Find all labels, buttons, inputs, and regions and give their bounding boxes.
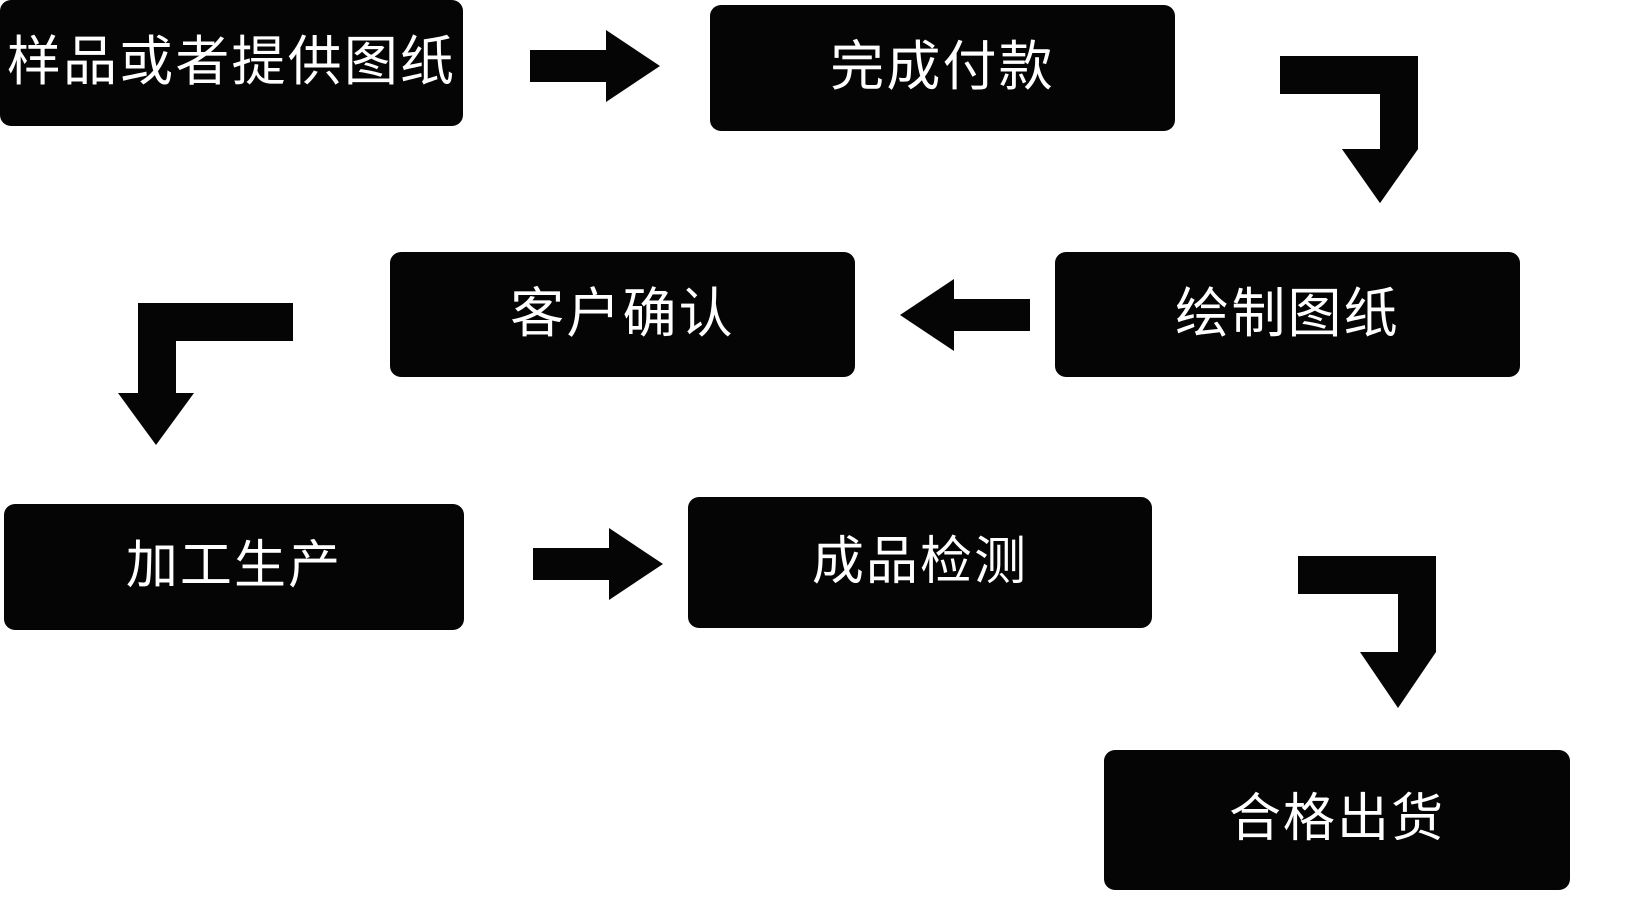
flow-node-inspection-label: 成品检测 (811, 532, 1029, 591)
arrow-right-icon (530, 30, 660, 102)
flow-node-payment-label: 完成付款 (830, 37, 1055, 98)
flow-node-inspection[interactable]: 成品检测 (688, 497, 1152, 628)
arrow-elbow-right-down-icon (1246, 538, 1436, 708)
flow-node-shipping[interactable]: 合格出货 (1104, 750, 1570, 890)
flow-node-payment[interactable]: 完成付款 (710, 5, 1175, 131)
arrow-right-icon (533, 528, 663, 600)
flow-node-sample-label: 样品或者提供图纸 (6, 32, 457, 93)
flow-node-confirm-label: 客户确认 (510, 283, 735, 344)
flow-node-production[interactable]: 加工生产 (4, 504, 464, 630)
flow-node-confirm[interactable]: 客户确认 (390, 252, 855, 377)
flow-node-drawing-label: 绘制图纸 (1175, 283, 1400, 344)
flow-node-drawing[interactable]: 绘制图纸 (1055, 252, 1520, 377)
flow-node-shipping-label: 合格出货 (1228, 790, 1446, 849)
arrow-elbow-left-down-icon (118, 293, 293, 445)
arrow-elbow-right-down-icon (1228, 38, 1418, 203)
flow-node-sample[interactable]: 样品或者提供图纸 (0, 0, 463, 126)
flow-node-production-label: 加工生产 (125, 537, 343, 596)
arrow-left-icon (900, 279, 1030, 351)
